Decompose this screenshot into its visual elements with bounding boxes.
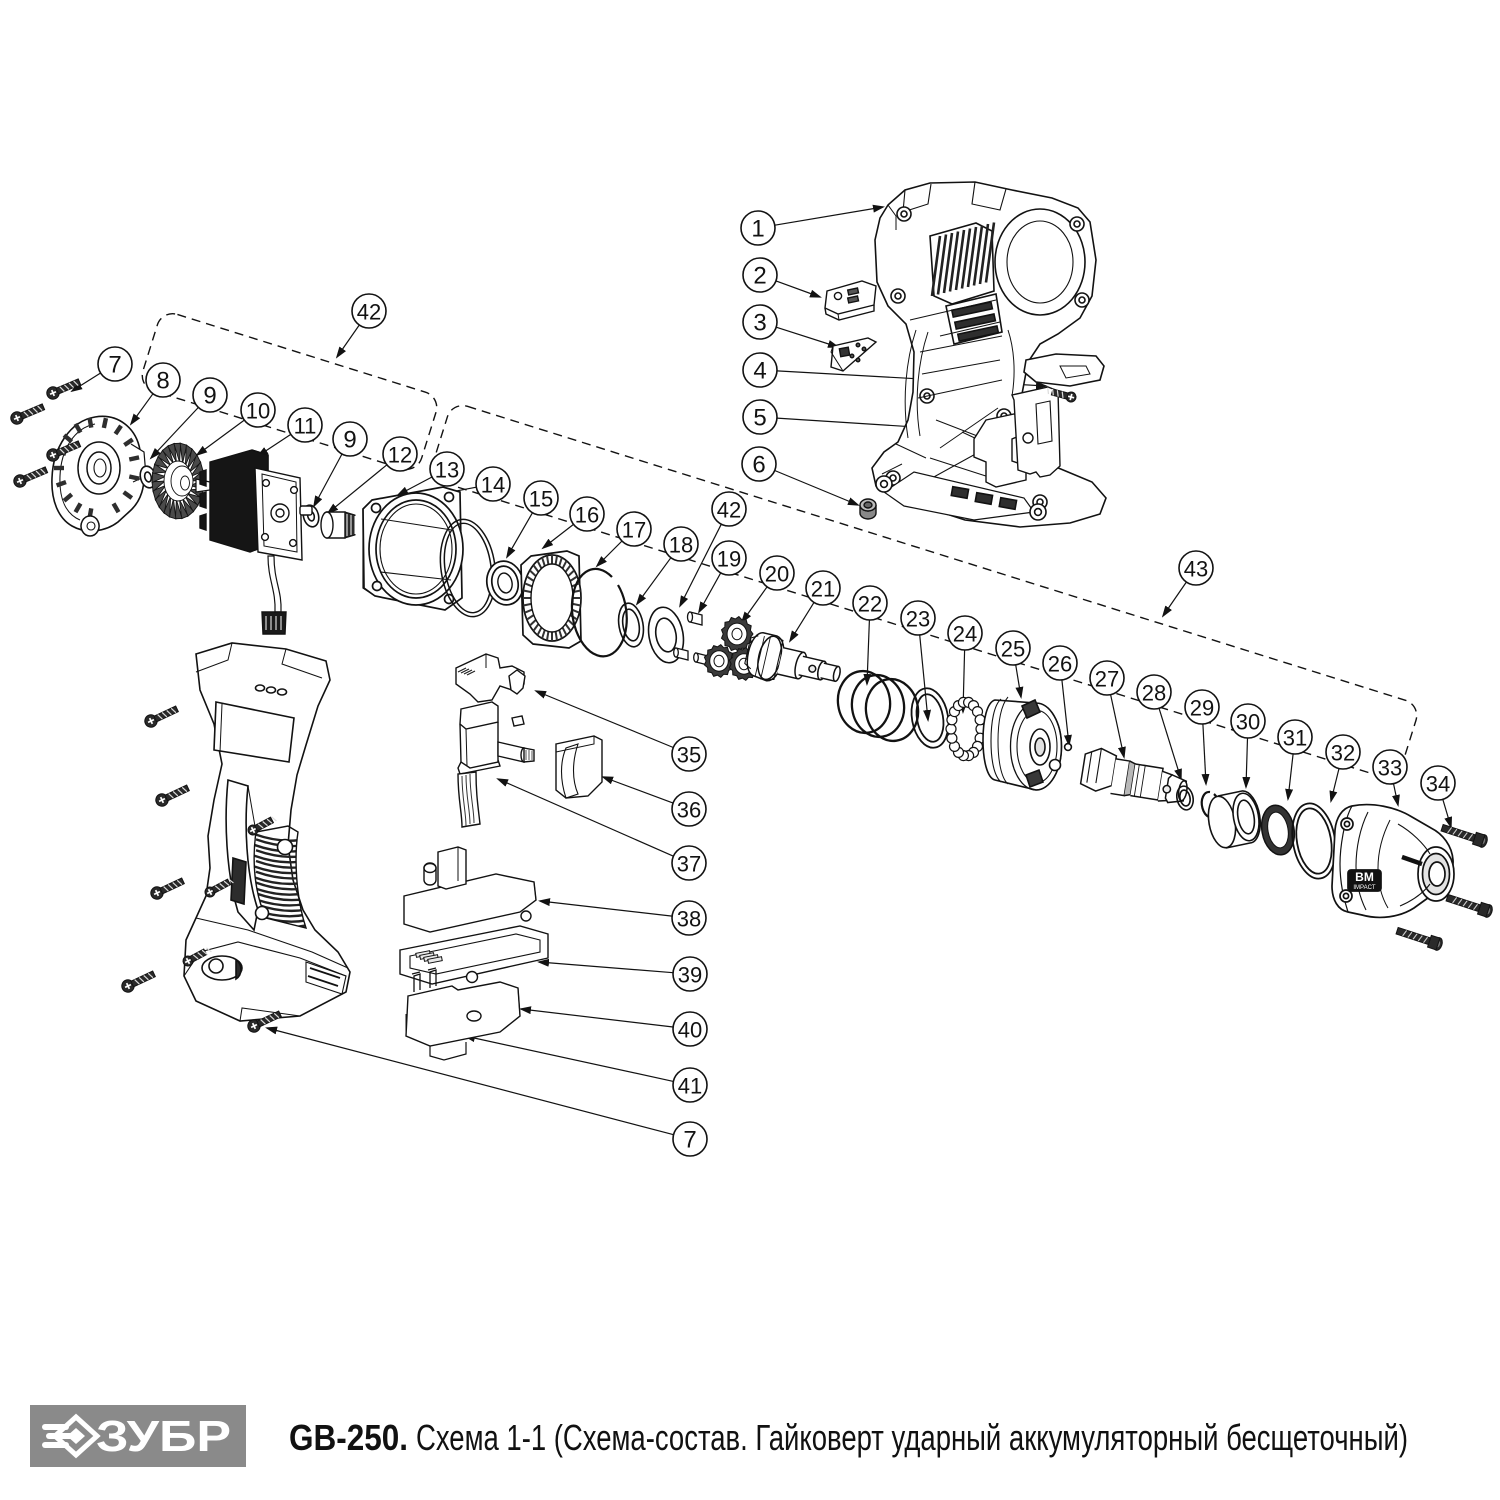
- svg-text:BM: BM: [1355, 870, 1374, 884]
- svg-text:18: 18: [669, 533, 693, 558]
- svg-text:9: 9: [343, 427, 356, 454]
- svg-text:38: 38: [677, 907, 701, 932]
- svg-text:40: 40: [678, 1018, 702, 1043]
- svg-text:2: 2: [753, 263, 766, 290]
- svg-text:42: 42: [357, 300, 381, 325]
- svg-text:39: 39: [678, 963, 702, 988]
- svg-text:21: 21: [811, 577, 835, 602]
- svg-text:7: 7: [683, 1127, 696, 1154]
- svg-text:20: 20: [765, 562, 789, 587]
- svg-text:28: 28: [1142, 681, 1166, 706]
- svg-text:16: 16: [575, 503, 599, 528]
- svg-text:24: 24: [953, 622, 977, 647]
- svg-text:12: 12: [388, 443, 412, 468]
- svg-text:42: 42: [717, 498, 741, 523]
- svg-text:IMPACT: IMPACT: [1353, 885, 1376, 891]
- svg-text:31: 31: [1283, 726, 1307, 751]
- svg-text:26: 26: [1048, 652, 1072, 677]
- svg-text:4: 4: [753, 358, 766, 385]
- svg-text:7: 7: [108, 352, 121, 379]
- svg-text:41: 41: [678, 1074, 702, 1099]
- svg-text:29: 29: [1190, 696, 1214, 721]
- svg-text:33: 33: [1378, 756, 1402, 781]
- svg-text:23: 23: [906, 607, 930, 632]
- svg-text:37: 37: [677, 852, 701, 877]
- svg-text:GB-250.: GB-250.: [289, 1417, 408, 1458]
- svg-text:35: 35: [677, 743, 701, 768]
- svg-text:Схема 1-1 (Схема-состав. Гайко: Схема 1-1 (Схема-состав. Гайковерт ударн…: [416, 1417, 1408, 1458]
- svg-text:43: 43: [1184, 557, 1208, 582]
- svg-text:32: 32: [1331, 741, 1355, 766]
- svg-text:8: 8: [156, 368, 169, 395]
- svg-text:9: 9: [203, 383, 216, 410]
- svg-text:30: 30: [1236, 710, 1260, 735]
- svg-text:22: 22: [858, 592, 882, 617]
- svg-text:6: 6: [752, 452, 765, 479]
- svg-text:34: 34: [1426, 772, 1450, 797]
- svg-text:17: 17: [622, 518, 646, 543]
- svg-text:3: 3: [753, 310, 766, 337]
- svg-text:14: 14: [481, 473, 505, 498]
- svg-text:15: 15: [529, 487, 553, 512]
- svg-text:27: 27: [1095, 667, 1119, 692]
- svg-text:25: 25: [1001, 637, 1025, 662]
- svg-text:5: 5: [753, 405, 766, 432]
- svg-text:19: 19: [717, 547, 741, 572]
- svg-text:ЗУБР: ЗУБР: [96, 1412, 231, 1461]
- svg-text:1: 1: [751, 216, 764, 243]
- svg-text:10: 10: [246, 399, 270, 424]
- svg-text:36: 36: [677, 798, 701, 823]
- svg-text:11: 11: [294, 414, 317, 439]
- svg-text:13: 13: [435, 458, 459, 483]
